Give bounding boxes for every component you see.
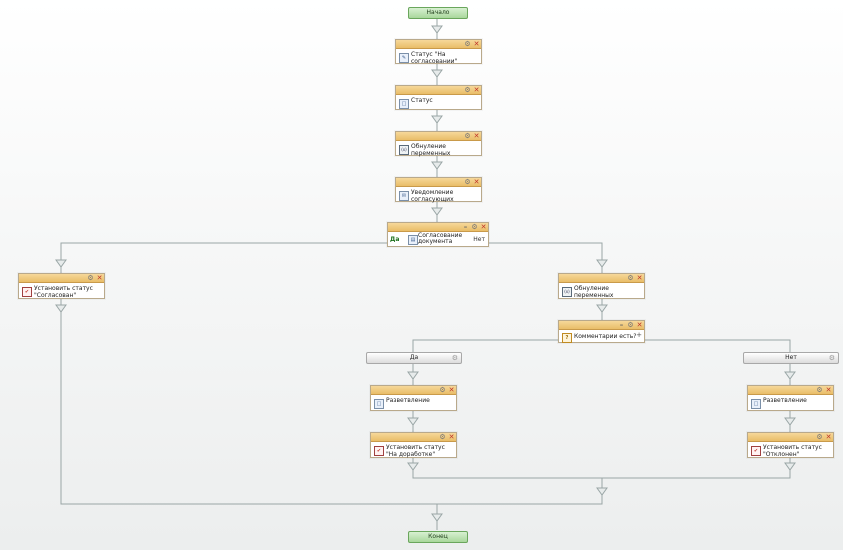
node-label: Разветвление bbox=[763, 397, 807, 404]
gear-icon[interactable]: ⚙ bbox=[627, 321, 634, 329]
node-label: Статус "На согласовании" bbox=[411, 51, 458, 65]
branch-yes[interactable]: Да ⚙ bbox=[366, 352, 462, 364]
gear-icon[interactable]: ⚙ bbox=[464, 178, 471, 186]
node-label: Обнуление переменных bbox=[574, 285, 614, 299]
gear-icon[interactable]: ⚙ bbox=[464, 132, 471, 140]
end-node[interactable]: Конец bbox=[408, 531, 468, 543]
node-branching-left[interactable]: ⚙ ✕ □ Разветвление bbox=[370, 385, 457, 411]
close-icon[interactable]: ✕ bbox=[473, 132, 480, 140]
mail-icon: ✉ bbox=[399, 191, 409, 201]
node-header: ⚙ ✕ bbox=[371, 433, 456, 442]
status-icon: □ bbox=[399, 99, 409, 109]
node-has-comments[interactable]: – ⚙ ✕ ? Комментарии есть? + bbox=[558, 320, 645, 343]
gear-icon[interactable]: ⚙ bbox=[816, 433, 823, 441]
node-label: Комментарии есть? bbox=[574, 333, 637, 340]
node-header: – ⚙ ✕ bbox=[388, 223, 488, 232]
minimize-icon[interactable]: – bbox=[463, 223, 468, 231]
close-icon[interactable]: ✕ bbox=[480, 223, 487, 231]
gear-icon[interactable]: ⚙ bbox=[451, 354, 458, 362]
plus-icon[interactable]: + bbox=[636, 331, 642, 339]
node-label: Уведомление согласующих bbox=[411, 189, 454, 203]
close-icon[interactable]: ✕ bbox=[636, 321, 643, 329]
node-approve-document[interactable]: – ⚙ ✕ Да ▤ Согласование документа Нет bbox=[387, 222, 489, 247]
node-set-status-rework[interactable]: ⚙ ✕ ✔ Установить статус "На доработке" bbox=[370, 432, 457, 458]
node-label: Установить статус "Согласован" bbox=[34, 285, 93, 299]
node-header: ⚙ ✕ bbox=[371, 386, 456, 395]
gear-icon[interactable]: ⚙ bbox=[87, 274, 94, 282]
node-notify-approvers[interactable]: ⚙ ✕ ✉ Уведомление согласующих bbox=[395, 177, 482, 203]
node-label: Согласование документа bbox=[418, 232, 463, 245]
close-icon[interactable]: ✕ bbox=[473, 40, 480, 48]
node-header: ⚙ ✕ bbox=[396, 40, 481, 49]
gear-icon[interactable]: ⚙ bbox=[464, 40, 471, 48]
question-icon: ? bbox=[562, 333, 572, 343]
branch-no[interactable]: Нет ⚙ bbox=[743, 352, 839, 364]
no-label: Нет bbox=[473, 236, 485, 243]
branching-icon: □ bbox=[374, 399, 384, 409]
gear-icon[interactable]: ⚙ bbox=[439, 433, 446, 441]
start-node[interactable]: Начало bbox=[408, 7, 468, 19]
node-status-on-approval[interactable]: ⚙ ✕ ✎ Статус "На согласовании" bbox=[395, 39, 482, 65]
variables-icon: (x) bbox=[399, 145, 409, 155]
node-label: Разветвление bbox=[386, 397, 430, 404]
document-icon: ▤ bbox=[408, 235, 418, 245]
close-icon[interactable]: ✕ bbox=[473, 86, 480, 94]
gear-icon[interactable]: ⚙ bbox=[439, 386, 446, 394]
yes-label: Да bbox=[390, 236, 400, 243]
node-header: ⚙ ✕ bbox=[396, 132, 481, 141]
node-reset-vars-1[interactable]: ⚙ ✕ (x) Обнуление переменных bbox=[395, 131, 482, 157]
node-header: ⚙ ✕ bbox=[559, 274, 644, 283]
node-set-status-rejected[interactable]: ⚙ ✕ ✔ Установить статус "Отклонен" bbox=[747, 432, 834, 458]
gear-icon[interactable]: ⚙ bbox=[464, 86, 471, 94]
node-header: ⚙ ✕ bbox=[396, 86, 481, 95]
close-icon[interactable]: ✕ bbox=[473, 178, 480, 186]
branch-label: Нет bbox=[785, 354, 797, 361]
edit-icon: ✎ bbox=[399, 53, 409, 63]
node-reset-vars-2[interactable]: ⚙ ✕ (x) Обнуление переменных bbox=[558, 273, 645, 299]
gear-icon[interactable]: ⚙ bbox=[627, 274, 634, 282]
close-icon[interactable]: ✕ bbox=[96, 274, 103, 282]
node-label: Установить статус "Отклонен" bbox=[763, 444, 822, 458]
node-label: Обнуление переменных bbox=[411, 143, 451, 157]
close-icon[interactable]: ✕ bbox=[825, 433, 832, 441]
close-icon[interactable]: ✕ bbox=[636, 274, 643, 282]
node-header: ⚙ ✕ bbox=[19, 274, 104, 283]
check-icon: ✔ bbox=[374, 446, 384, 456]
node-branching-right[interactable]: ⚙ ✕ □ Разветвление bbox=[747, 385, 834, 411]
node-label: Статус bbox=[411, 97, 433, 104]
variables-icon: (x) bbox=[562, 287, 572, 297]
node-header: ⚙ ✕ bbox=[748, 433, 833, 442]
gear-icon[interactable]: ⚙ bbox=[816, 386, 823, 394]
close-icon[interactable]: ✕ bbox=[825, 386, 832, 394]
gear-icon[interactable]: ⚙ bbox=[471, 223, 478, 231]
minimize-icon[interactable]: – bbox=[619, 321, 624, 329]
node-header: – ⚙ ✕ bbox=[559, 321, 644, 330]
node-set-status-approved[interactable]: ⚙ ✕ ✔ Установить статус "Согласован" bbox=[18, 273, 105, 299]
close-icon[interactable]: ✕ bbox=[448, 433, 455, 441]
close-icon[interactable]: ✕ bbox=[448, 386, 455, 394]
gear-icon[interactable]: ⚙ bbox=[828, 354, 835, 362]
node-header: ⚙ ✕ bbox=[748, 386, 833, 395]
check-icon: ✔ bbox=[751, 446, 761, 456]
node-header: ⚙ ✕ bbox=[396, 178, 481, 187]
branch-label: Да bbox=[409, 354, 419, 361]
check-icon: ✔ bbox=[22, 287, 32, 297]
node-label: Установить статус "На доработке" bbox=[386, 444, 445, 458]
branching-icon: □ bbox=[751, 399, 761, 409]
node-status[interactable]: ⚙ ✕ □ Статус bbox=[395, 85, 482, 110]
